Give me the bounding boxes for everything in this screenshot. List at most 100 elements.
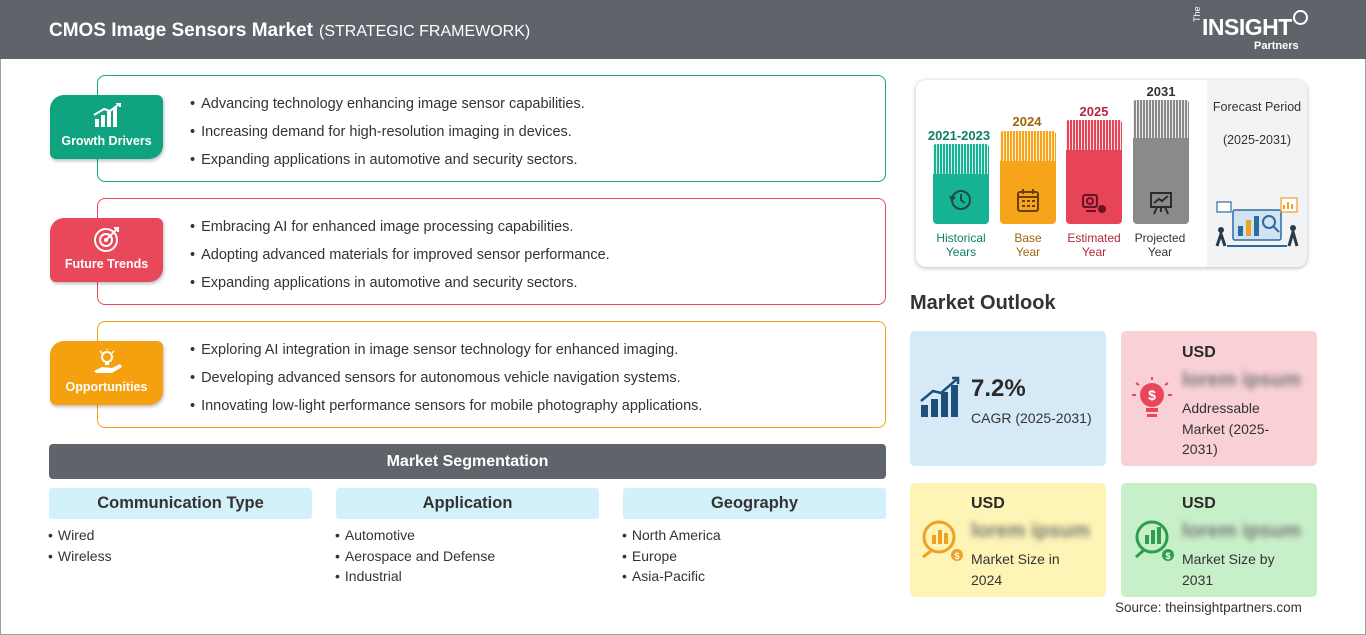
market-size-2024-currency: USD — [971, 495, 1005, 512]
label-line-2: Years — [945, 245, 977, 259]
cagr-value: 7.2% — [971, 375, 1026, 402]
label-line-1: Historical — [936, 231, 986, 245]
future-trends-tag: Future Trends — [50, 218, 163, 282]
timeline-bar-estimated — [1066, 120, 1122, 224]
future-trends-card: Embracing AI for enhanced image processi… — [97, 198, 886, 305]
page-subtitle: (STRATEGIC FRAMEWORK) — [318, 23, 531, 40]
estimate-icon — [1082, 194, 1106, 213]
opportunities-card: Exploring AI integration in image sensor… — [97, 321, 886, 428]
timeline-year-projected: 2031 — [1146, 84, 1176, 99]
label-line-2: Year — [1015, 245, 1041, 259]
label-line-1: Projected — [1134, 231, 1186, 245]
market-size-2024-box: $ USD lorem ipsum Market Size in 2024 — [910, 483, 1106, 597]
svg-text:$: $ — [1165, 551, 1170, 561]
market-size-2031-label: Market Size by 2031 — [1182, 551, 1275, 588]
timeline-year-historical: 2021-2023 — [927, 128, 991, 143]
label-line-2: Year — [1147, 245, 1173, 259]
timeline-bar-projected — [1133, 100, 1189, 224]
timeline-panel: 2021-2023 Historical Years 2024 Base Yea… — [916, 80, 1307, 267]
list-item: Wireless — [48, 547, 112, 568]
svg-text:$: $ — [954, 551, 959, 561]
opportunities-label: Opportunities — [65, 380, 148, 394]
opportunities-tag: Opportunities — [50, 341, 163, 405]
growth-drivers-tag: Growth Drivers — [50, 95, 163, 159]
label-line-2: Year — [1081, 245, 1107, 259]
segment-header-geography: Geography — [623, 488, 886, 519]
forecast-period-panel: Forecast Period (2025-2031) — [1207, 80, 1307, 267]
coin-chart-icon: $ — [922, 520, 963, 561]
money-bulb-icon: $ — [1132, 377, 1172, 417]
addressable-label: Addressable Market (2025-2031) — [1182, 400, 1270, 457]
segment-header-communication-type: Communication Type — [49, 488, 312, 519]
list-item: Innovating low-light performance sensors… — [190, 397, 702, 425]
label-line-1: Estimated — [1067, 231, 1121, 245]
segment-list-communication-type: Wired Wireless — [48, 526, 112, 567]
list-item: Advancing technology enhancing image sen… — [190, 95, 585, 123]
future-trends-label: Future Trends — [64, 257, 149, 271]
timeline-bar-historical — [933, 144, 989, 224]
bar-growth-icon — [920, 376, 960, 417]
addressable-market-box: $ USD lorem ipsum Addressable Market (20… — [1121, 331, 1317, 466]
list-item: Automotive — [335, 526, 495, 547]
addressable-currency: USD — [1182, 344, 1216, 361]
addressable-value: lorem ipsum — [1182, 369, 1301, 391]
market-size-2031-box: $ USD lorem ipsum Market Size by 2031 — [1121, 483, 1317, 597]
label-line-1: Base — [1014, 231, 1042, 245]
page-title-text: CMOS Image Sensors Market — [49, 20, 313, 41]
forecast-title: Forecast Period — [1212, 100, 1302, 114]
cagr-box: 7.2% CAGR (2025-2031) — [910, 331, 1106, 466]
list-item: Industrial — [335, 567, 495, 588]
lightbulb-hand-icon — [50, 349, 163, 375]
analytics-team-illustration — [1215, 197, 1299, 247]
bar-stripes — [1000, 131, 1056, 161]
svg-text:$: $ — [1148, 387, 1156, 403]
list-item: Wired — [48, 526, 112, 547]
bar-stripes — [1133, 100, 1189, 138]
list-item: Embracing AI for enhanced image processi… — [190, 218, 610, 246]
market-size-2024-value: lorem ipsum — [971, 520, 1090, 542]
list-item: Aerospace and Defense — [335, 547, 495, 568]
growth-drivers-list: Advancing technology enhancing image sen… — [190, 95, 585, 179]
timeline-year-estimated: 2025 — [1079, 104, 1109, 119]
market-size-2024-label: Market Size in 2024 — [971, 551, 1060, 588]
logo-the-text: The — [1192, 6, 1202, 22]
page-title: CMOS Image Sensors Market (STRATEGIC FRAM… — [49, 20, 530, 42]
timeline-label-estimated: Estimated Year — [1054, 231, 1134, 259]
segment-list-application: Automotive Aerospace and Defense Industr… — [335, 526, 495, 588]
timeline-label-projected: Projected Year — [1120, 231, 1200, 259]
list-item: Asia-Pacific — [622, 567, 721, 588]
market-outlook-title: Market Outlook — [910, 292, 1056, 314]
calendar-icon — [1017, 189, 1039, 212]
segment-list-geography: North America Europe Asia-Pacific — [622, 526, 721, 588]
market-segmentation-bar: Market Segmentation — [49, 444, 886, 479]
forecast-range: (2025-2031) — [1222, 133, 1292, 147]
list-item: Developing advanced sensors for autonomo… — [190, 369, 702, 397]
growth-drivers-label: Growth Drivers — [61, 134, 152, 148]
bar-stripes — [1066, 120, 1122, 150]
market-size-2031-currency: USD — [1182, 495, 1216, 512]
history-icon — [949, 190, 971, 210]
timeline-label-historical: Historical Years — [921, 231, 1001, 259]
target-icon — [50, 226, 163, 252]
coin-growth-icon: $ — [1135, 520, 1174, 561]
timeline-bar-base — [1000, 131, 1056, 224]
source-citation[interactable]: Source: theinsightpartners.com — [1115, 600, 1302, 615]
insight-partners-logo[interactable]: The INSIGHT Partners — [1192, 6, 1312, 55]
logo-partners-text: Partners — [1254, 40, 1299, 52]
list-item: Expanding applications in automotive and… — [190, 274, 610, 302]
market-size-2031-value: lorem ipsum — [1182, 520, 1301, 542]
timeline-label-base: Base Year — [988, 231, 1068, 259]
logo-brand-text: INSIGHT — [1202, 14, 1292, 40]
logo-ring-icon — [1293, 10, 1308, 25]
cagr-label: CAGR (2025-2031) — [971, 410, 1092, 426]
segment-header-application: Application — [336, 488, 599, 519]
list-item: Increasing demand for high-resolution im… — [190, 123, 585, 151]
growth-chart-icon — [50, 102, 163, 129]
timeline-year-base: 2024 — [1012, 114, 1042, 129]
list-item: Expanding applications in automotive and… — [190, 151, 585, 179]
projection-board-icon — [1150, 192, 1172, 215]
list-item: Adopting advanced materials for improved… — [190, 246, 610, 274]
future-trends-list: Embracing AI for enhanced image processi… — [190, 218, 610, 302]
list-item: Europe — [622, 547, 721, 568]
growth-drivers-card: Advancing technology enhancing image sen… — [97, 75, 886, 182]
